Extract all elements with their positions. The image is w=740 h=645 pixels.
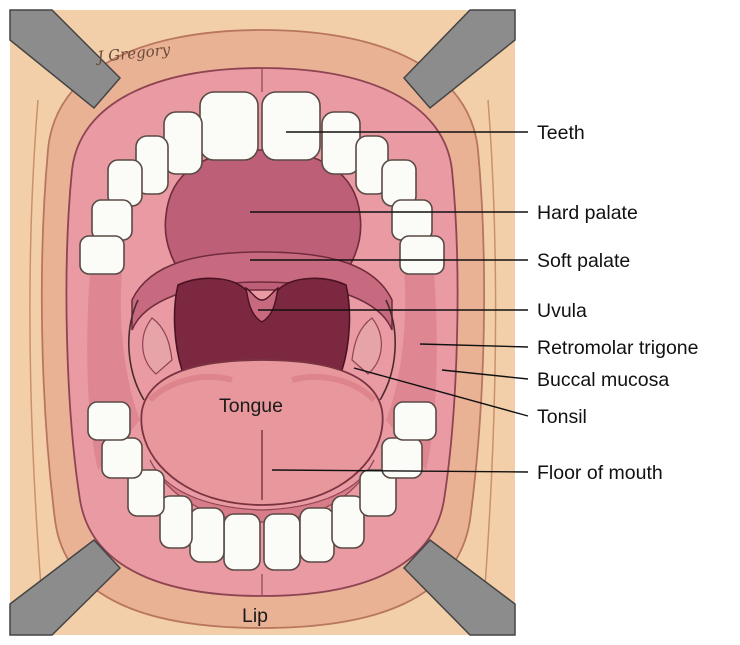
label-floor-of-mouth: Floor of mouth <box>537 462 663 484</box>
label-buccal-mucosa: Buccal mucosa <box>537 369 669 391</box>
label-retromolar-trigone: Retromolar trigone <box>537 337 698 359</box>
label-tonsil: Tonsil <box>537 406 587 428</box>
lip-label: Lip <box>242 605 268 627</box>
label-soft-palate: Soft palate <box>537 250 630 272</box>
label-uvula: Uvula <box>537 300 587 322</box>
tongue-label: Tongue <box>219 395 283 417</box>
label-hard-palate: Hard palate <box>537 202 638 224</box>
label-teeth: Teeth <box>537 122 585 144</box>
